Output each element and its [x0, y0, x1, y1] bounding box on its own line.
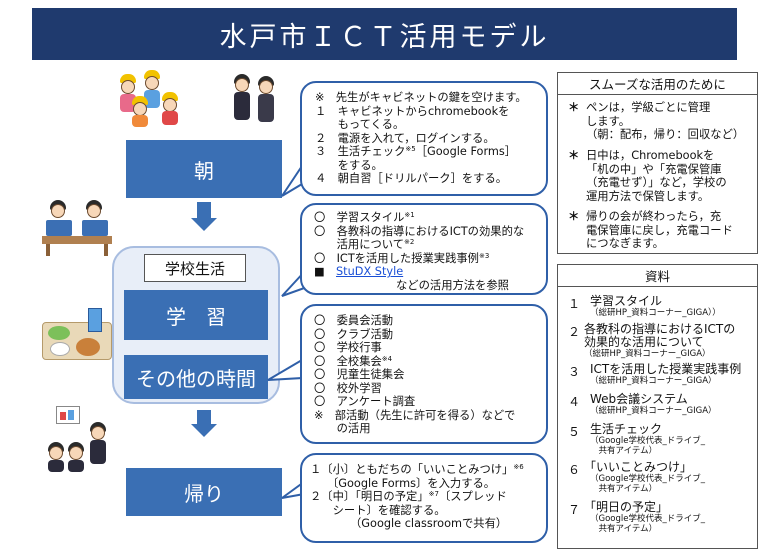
resource-sub-2: （総研HP_資料コーナー_GIGA） — [584, 349, 711, 359]
resource-num-1: １ — [568, 297, 581, 311]
meeting-illustration — [44, 406, 112, 472]
down-arrow-icon-2 — [191, 424, 217, 437]
morning-line-1: ※ 先生がキャビネットの鍵を空けます。 — [315, 91, 527, 104]
stage-study: 学 習 — [124, 290, 268, 340]
smooth-usage-panel: スムーズな活用のために ＊ ペンは，学級ごとに管理 します。 （朝：配布，帰り：… — [557, 72, 758, 254]
morning-line-7: ４ 朝自習［ドリルパーク］をする。 — [315, 172, 508, 185]
stage-morning: 朝 — [126, 140, 282, 198]
other-line-5: 〇 児童生徒集会 — [314, 368, 405, 381]
resource-num-6: ６ — [568, 463, 581, 477]
study-item-5: などの活用方法を参照 — [396, 278, 509, 292]
resource-title-4[interactable]: Web会議システム — [590, 392, 688, 406]
study-item-3: 〇 ICTを活用した授業実践事例※3 — [314, 251, 490, 265]
morning-line-6: をする。 — [315, 158, 383, 172]
smooth-item-2: ＊ 日中は，Chromebookを 「机の中」や「充電保管庫 （充電せず）」など… — [568, 149, 727, 203]
resource-title-3[interactable]: ICTを活用した授業実践事例 — [590, 362, 742, 376]
resource-num-4: ４ — [568, 395, 581, 409]
return-line-4: シート〕を確認する。 — [310, 503, 446, 517]
students-uniform-illustration — [226, 72, 284, 134]
resources-heading: 資料 — [558, 265, 757, 287]
other-line-1: 〇 委員会活動 — [314, 314, 394, 327]
return-line-2: 〔Google Forms〕を入力する。 — [310, 476, 496, 490]
morning-line-4: ２ 電源を入れて，ログインする。 — [315, 131, 495, 145]
resource-title-5[interactable]: 生活チェック — [590, 422, 663, 436]
morning-line-2: １ キャビネットからchromebookを — [315, 104, 510, 118]
resource-num-2: ２ — [568, 325, 581, 339]
other-line-8: ※ 部活動（先生に許可を得る）などで — [314, 408, 516, 422]
resource-sub-3: （総研HP_資料コーナー_GIGA） — [590, 376, 717, 386]
study-item-2a: 〇 各教科の指導におけるICTの効果的な — [314, 224, 525, 238]
resource-sub-1: （総研HP_資料コーナー_GIGA）） — [590, 308, 721, 318]
other-line-4: 〇 全校集会※4 — [314, 354, 393, 368]
return-bubble: １〔小〕ともだちの「いいことみつけ」※6 〔Google Forms〕を入力する… — [300, 453, 548, 543]
resource-title-6[interactable]: 「いいことみつけ」 — [584, 460, 693, 474]
return-line-1: １〔小〕ともだちの「いいことみつけ」※6 — [310, 463, 524, 476]
stage-return: 帰り — [126, 468, 282, 516]
students-walking-illustration — [110, 70, 190, 128]
study-item-2b: 活用について※2 — [314, 238, 415, 251]
students-laptops-illustration — [42, 196, 112, 256]
stage-other-time: その他の時間 — [124, 355, 268, 399]
resource-sub-4: （総研HP_資料コーナー_GIGA） — [590, 406, 717, 416]
return-line-5: （Google classroomで共有） — [350, 517, 508, 530]
resource-title-1[interactable]: 学習スタイル — [590, 294, 663, 308]
resource-num-7: ７ — [568, 503, 581, 517]
school-lunch-illustration — [42, 306, 112, 362]
other-line-6: 〇 校外学習 — [314, 381, 382, 395]
morning-line-5: ３ 生活チェック※5［Google Forms］ — [315, 145, 517, 158]
resource-title-2[interactable]: 各教科の指導におけるICTの 効果的な活用について — [584, 322, 736, 349]
resource-sub-7: （Google学校代表_ドライブ_ 共有アイテム） — [590, 514, 705, 534]
morning-line-3: もってくる。 — [315, 118, 405, 131]
resource-sub-6: （Google学校代表_ドライブ_ 共有アイテム） — [590, 474, 705, 494]
resources-panel: 資料 １ 学習スタイル （総研HP_資料コーナー_GIGA）） ２ 各教科の指導… — [557, 264, 758, 549]
other-line-7: 〇 アンケート調査 — [314, 395, 416, 408]
smooth-usage-heading: スムーズな活用のために — [558, 73, 757, 95]
resource-sub-5: （Google学校代表_ドライブ_ 共有アイテム） — [590, 436, 705, 456]
down-arrow-shaft-2 — [197, 410, 211, 424]
school-life-label: 学校生活 — [144, 254, 246, 282]
page-title: 水戸市ＩＣＴ活用モデル — [32, 8, 737, 60]
study-item-1: 〇 学習スタイル※1 — [314, 211, 415, 224]
other-time-bubble: 〇 委員会活動 〇 クラブ活動 〇 学校行事 〇 全校集会※4 〇 児童生徒集会… — [300, 304, 548, 444]
smooth-item-1: ＊ ペンは，学級ごとに管理 します。 （朝：配布，帰り：回収など） — [568, 101, 745, 141]
studx-style-link[interactable]: StuDX Style — [336, 265, 404, 278]
morning-bubble: ※ 先生がキャビネットの鍵を空けます。 １ キャビネットからchromebook… — [300, 81, 548, 196]
resource-num-5: ５ — [568, 425, 581, 439]
other-line-3: 〇 学校行事 — [314, 341, 382, 354]
down-arrow-icon — [191, 218, 217, 231]
down-arrow-shaft — [197, 202, 211, 218]
other-line-2: 〇 クラブ活動 — [314, 327, 394, 341]
other-line-9: の活用 — [314, 422, 371, 435]
resource-num-3: ３ — [568, 365, 581, 379]
smooth-item-3: ＊ 帰りの会が終わったら，充 電保管庫に戻し，充電コード につなぎます。 — [568, 210, 733, 250]
return-line-3: ２〔中〕「明日の予定」※7〔スプレッド — [310, 490, 507, 503]
study-bubble: 〇 学習スタイル※1 〇 各教科の指導におけるICTの効果的な 活用について※2… — [300, 203, 548, 295]
study-item-4: ■ StuDX Style — [314, 265, 404, 278]
resource-title-7[interactable]: 「明日の予定」 — [584, 500, 669, 514]
